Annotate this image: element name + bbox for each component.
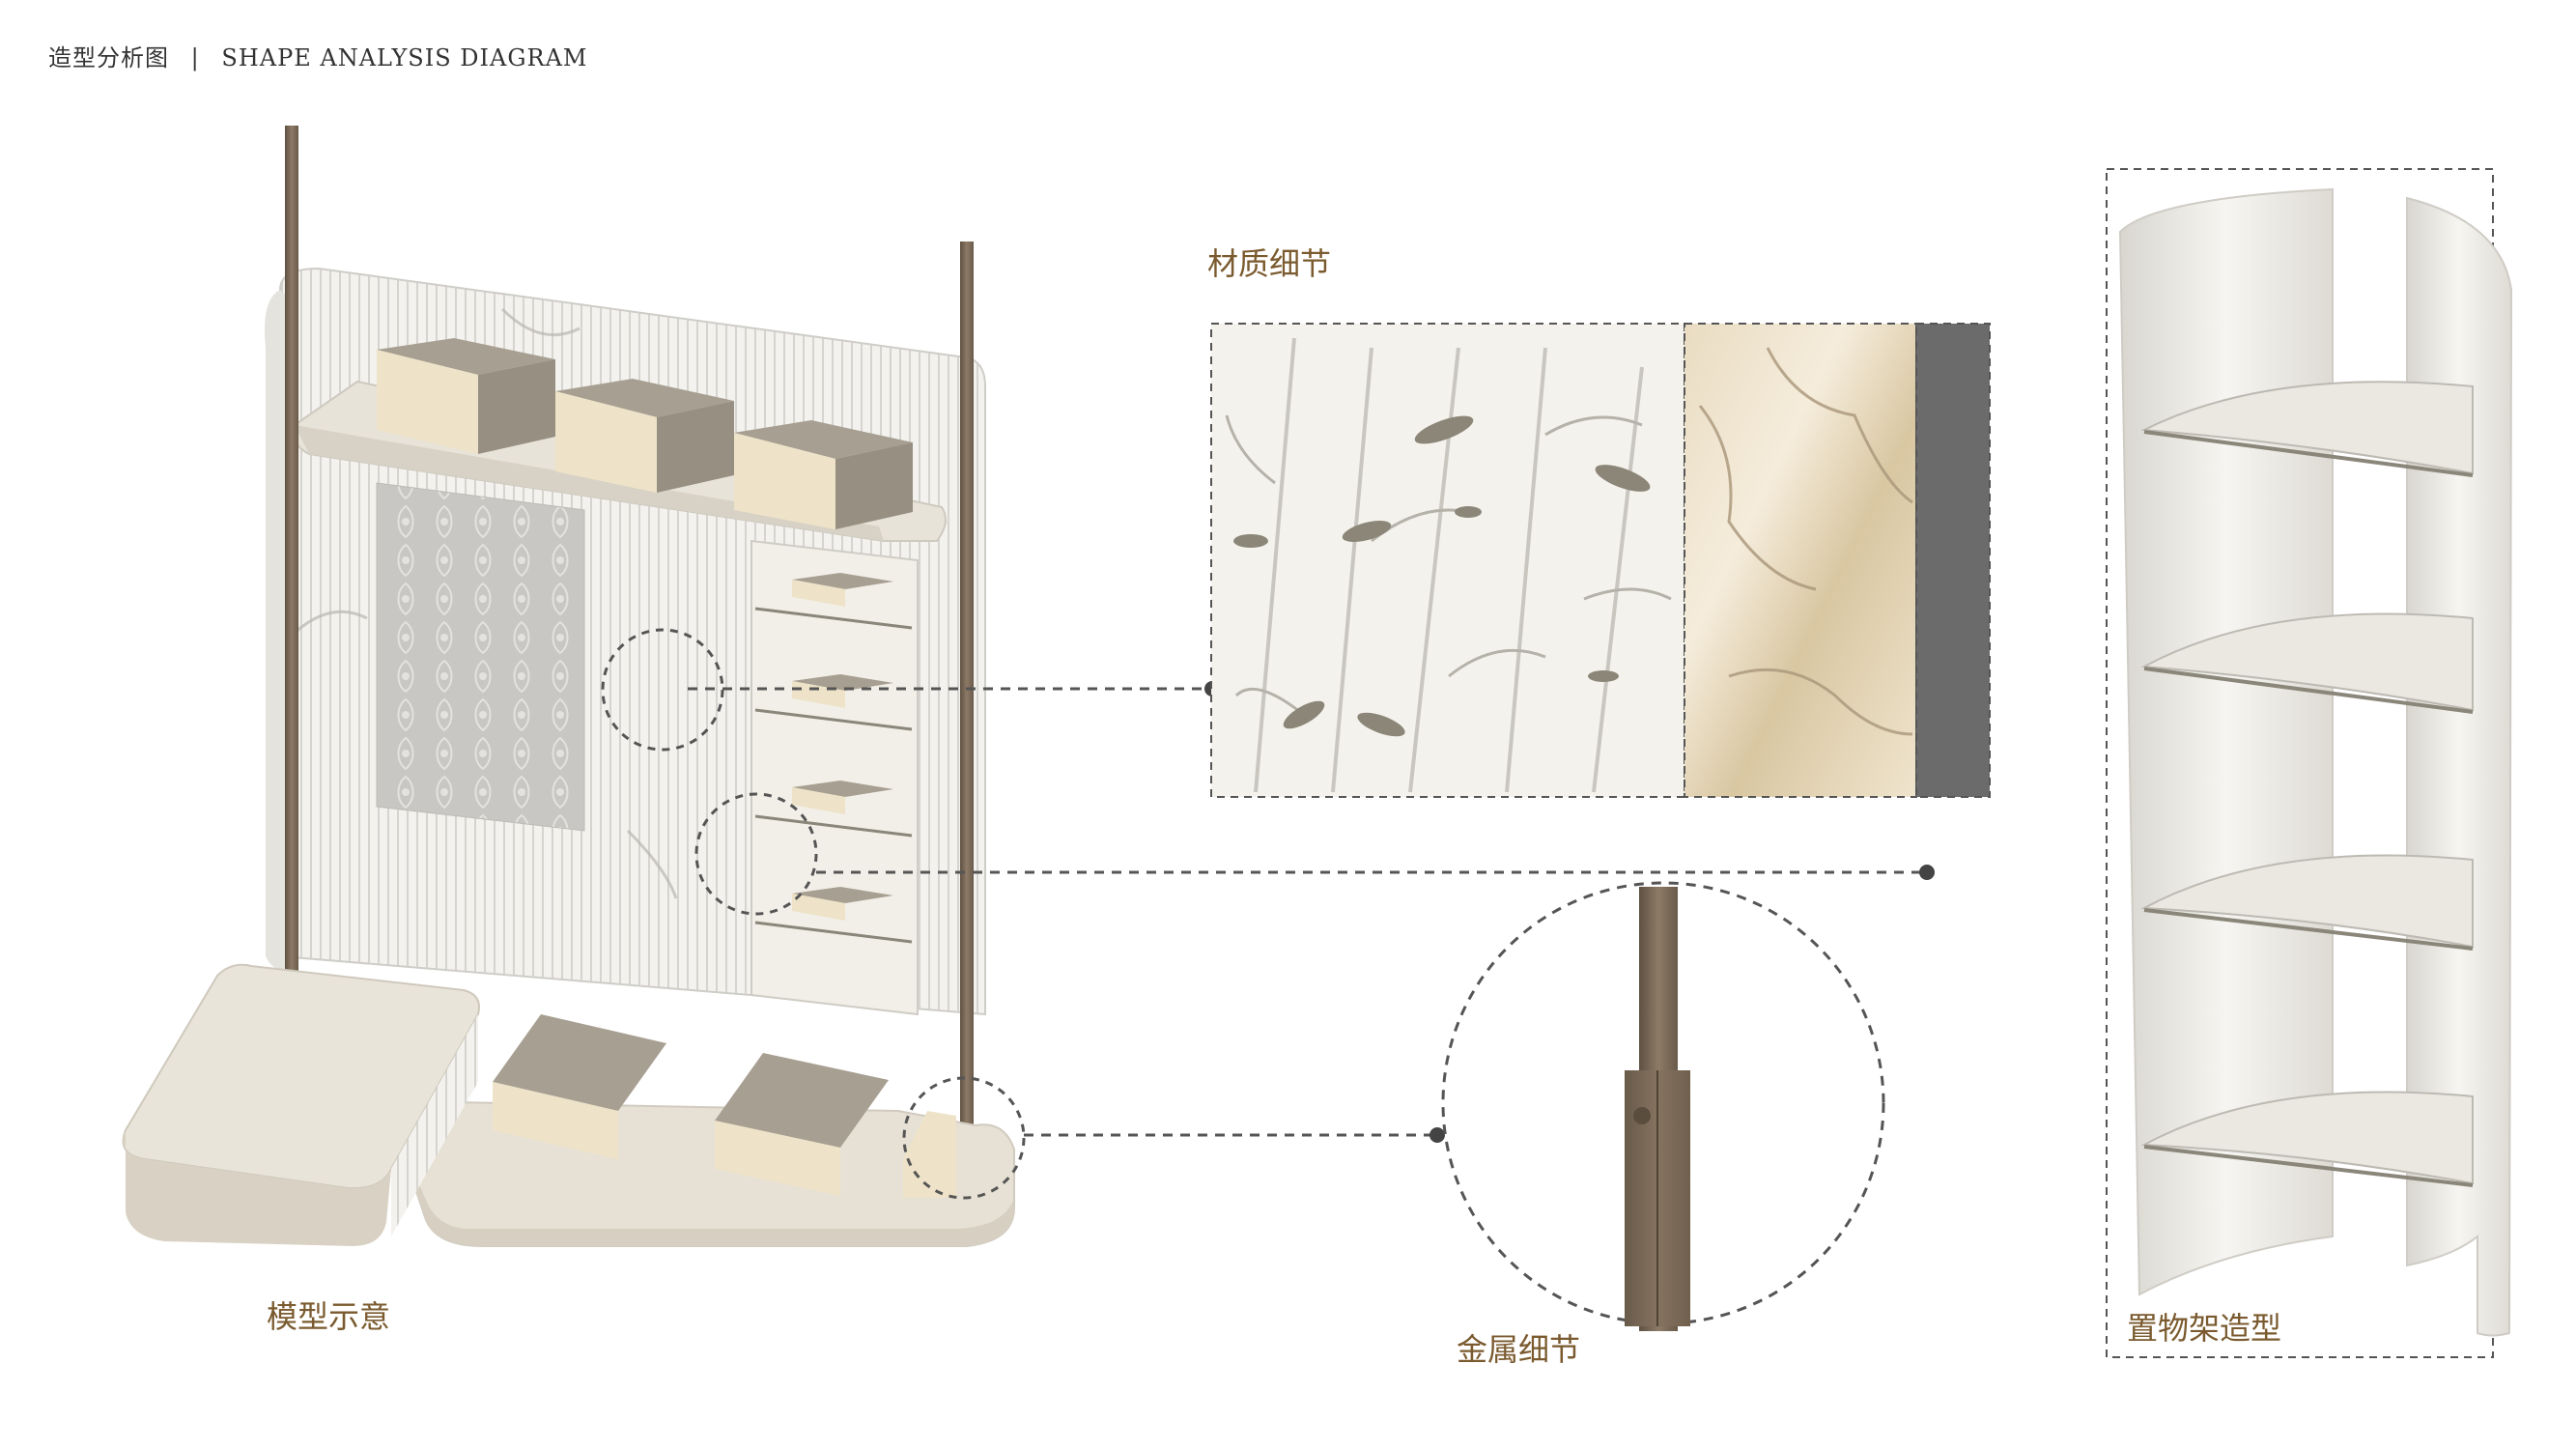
connector-lines	[688, 687, 1927, 1137]
model-illustration	[122, 126, 1026, 1247]
metal-detail	[1441, 881, 1885, 1331]
header-separator: |	[190, 44, 200, 71]
page-header: 造型分析图 | SHAPE ANALYSIS DIAGRAM	[48, 39, 587, 72]
header-title-en: SHAPE ANALYSIS DIAGRAM	[221, 44, 588, 71]
shelf-shape	[2106, 168, 2513, 1358]
material-detail	[1210, 323, 1991, 798]
material-label: 材质细节	[1207, 245, 1332, 282]
top-boxes	[377, 338, 913, 529]
header-title-cn: 造型分析图	[48, 44, 169, 71]
shelf-label: 置物架造型	[2127, 1310, 2282, 1347]
model-label: 模型示意	[267, 1298, 391, 1335]
bottom-boxes	[493, 1014, 956, 1198]
metal-label: 金属细节	[1457, 1331, 1581, 1368]
